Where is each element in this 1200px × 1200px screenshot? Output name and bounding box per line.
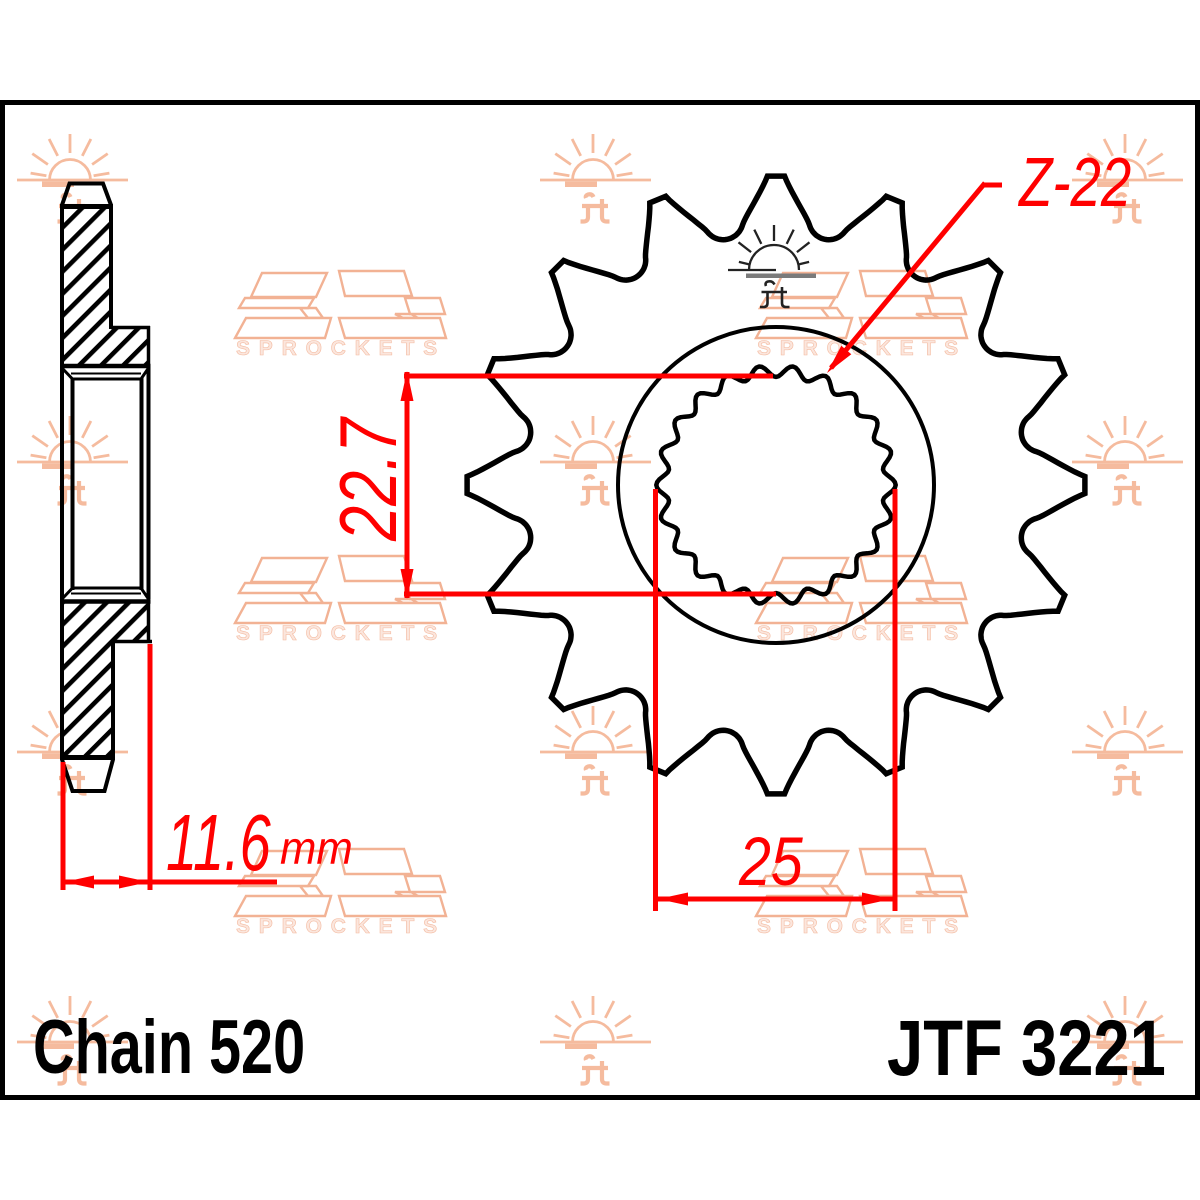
- svg-text:JTF 3221: JTF 3221: [887, 1004, 1166, 1092]
- svg-text:22.7: 22.7: [324, 416, 414, 542]
- svg-text:Z-22: Z-22: [1017, 144, 1131, 222]
- svg-text:SPROCKETS: SPROCKETS: [236, 915, 446, 938]
- svg-text:Chain 520: Chain 520: [33, 1005, 305, 1090]
- svg-text:mm: mm: [280, 822, 353, 874]
- svg-text:SPROCKETS: SPROCKETS: [757, 337, 967, 360]
- svg-text:25: 25: [738, 824, 803, 900]
- svg-text:11.6: 11.6: [166, 797, 271, 887]
- svg-text:SPROCKETS: SPROCKETS: [236, 337, 446, 360]
- svg-text:SPROCKETS: SPROCKETS: [757, 915, 967, 938]
- svg-text:SPROCKETS: SPROCKETS: [236, 622, 446, 645]
